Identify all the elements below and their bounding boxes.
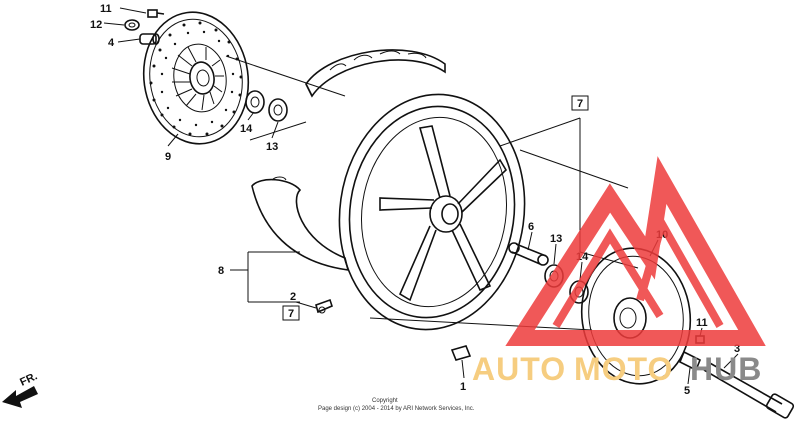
balance-weight-1 xyxy=(450,345,472,361)
boxed-ref-7-bottom: 7 xyxy=(282,305,300,321)
label-2: 2 xyxy=(290,291,296,303)
bolt-11-top xyxy=(147,9,165,18)
bearing-14-left xyxy=(245,90,265,114)
distance-collar-6 xyxy=(508,242,549,266)
watermark-logo xyxy=(505,156,766,346)
label-1: 1 xyxy=(460,381,466,393)
boxed-7-bottom-text: 7 xyxy=(288,308,294,320)
label-13-left: 13 xyxy=(266,141,278,153)
front-axle-3 xyxy=(703,361,795,419)
copyright-line1: Copyright xyxy=(372,398,398,404)
label-12: 12 xyxy=(90,19,102,31)
label-11-bottom: 11 xyxy=(696,317,708,329)
air-valve-2 xyxy=(315,298,333,314)
tire-top-section xyxy=(305,49,446,98)
label-9: 9 xyxy=(165,151,171,163)
bearing-13-left xyxy=(268,98,288,122)
copyright-line2: Page design (c) 2004 - 2014 by ARI Netwo… xyxy=(318,406,475,412)
side-collar-5 xyxy=(678,350,702,372)
label-13-right: 13 xyxy=(550,233,562,245)
direction-label: FR. xyxy=(18,370,39,388)
watermark-text-auto: AUTO xyxy=(472,351,566,387)
left-brake-disc xyxy=(142,11,250,145)
boxed-7-top-text: 7 xyxy=(577,98,583,110)
front-direction-arrow xyxy=(2,386,38,408)
label-6: 6 xyxy=(528,221,534,233)
label-3: 3 xyxy=(734,343,740,355)
label-4: 4 xyxy=(108,37,115,49)
watermark-text-moto: MOTO xyxy=(574,351,673,387)
label-8: 8 xyxy=(218,265,224,277)
boxed-ref-7-top: 7 xyxy=(571,95,589,111)
watermark-text-hub: HUB xyxy=(690,351,762,387)
washer-12 xyxy=(124,19,140,31)
cast-wheel-rim xyxy=(338,93,526,331)
label-leaders xyxy=(103,7,739,385)
right-brake-disc xyxy=(580,247,692,385)
label-5: 5 xyxy=(684,385,690,397)
tire-bottom-section xyxy=(251,176,350,271)
label-14-left: 14 xyxy=(240,123,253,135)
assembly-lines xyxy=(225,55,639,331)
label-11-top: 11 xyxy=(100,3,112,15)
